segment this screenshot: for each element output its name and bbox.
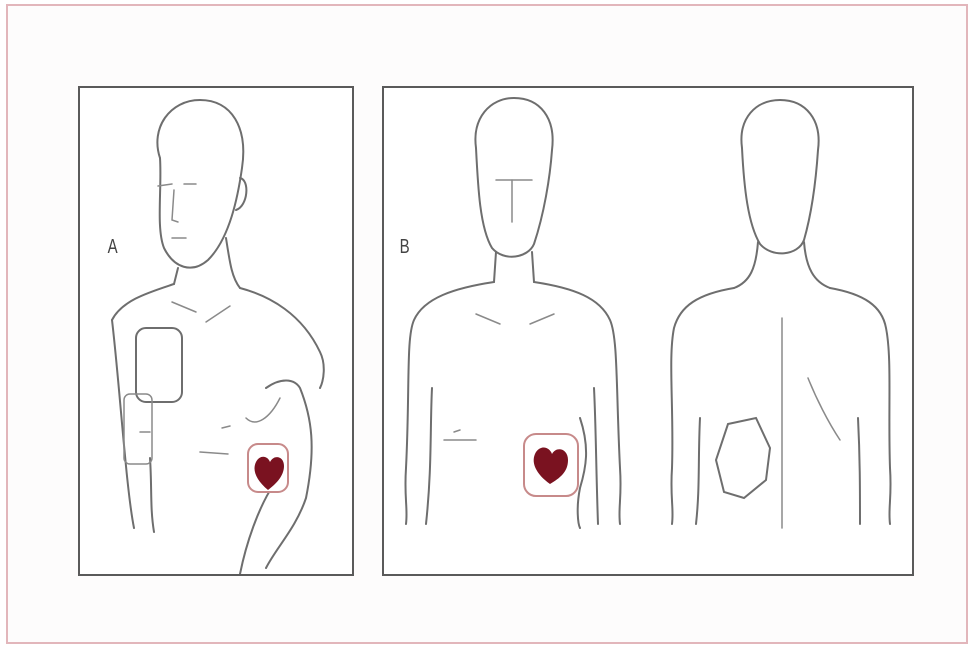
clavicle-right — [206, 306, 230, 322]
electrode-pad-icon — [136, 328, 182, 402]
pectoral-line — [200, 452, 228, 454]
lateral-chest — [246, 398, 280, 422]
front-right-inner — [594, 388, 598, 524]
back-left-inner — [696, 418, 700, 524]
back-right-inner — [858, 418, 860, 524]
back-electrode-pad-icon — [716, 418, 770, 498]
front-neck-left — [494, 252, 496, 282]
back-scapula-right — [808, 378, 840, 440]
nipple — [222, 426, 230, 428]
front-neck-right — [532, 252, 534, 282]
right-shoulder — [240, 288, 324, 388]
front-nipple — [454, 430, 460, 432]
right-arm-inner — [240, 484, 274, 574]
front-left-shoulder — [405, 282, 494, 524]
eyebrows — [158, 184, 196, 186]
front-figure — [405, 98, 620, 528]
nose — [172, 190, 178, 222]
panel-a: A — [78, 86, 354, 576]
panel-b: B — [382, 86, 914, 576]
torso-anteroposterior-drawing — [384, 88, 912, 574]
left-shoulder — [112, 284, 174, 320]
neck-right — [226, 238, 240, 288]
neck-left — [174, 268, 178, 284]
pad-edge — [124, 394, 152, 464]
back-neck-left — [734, 242, 758, 288]
clavicle-left — [172, 302, 196, 312]
back-head-outline — [741, 100, 818, 253]
back-figure — [671, 100, 890, 528]
back-neck-right — [804, 242, 830, 288]
front-clavicle-left — [476, 314, 500, 324]
front-head-outline — [475, 98, 552, 257]
front-clavicle-right — [530, 314, 554, 324]
torso-anterolateral-drawing — [80, 88, 352, 574]
front-left-inner — [426, 388, 432, 524]
